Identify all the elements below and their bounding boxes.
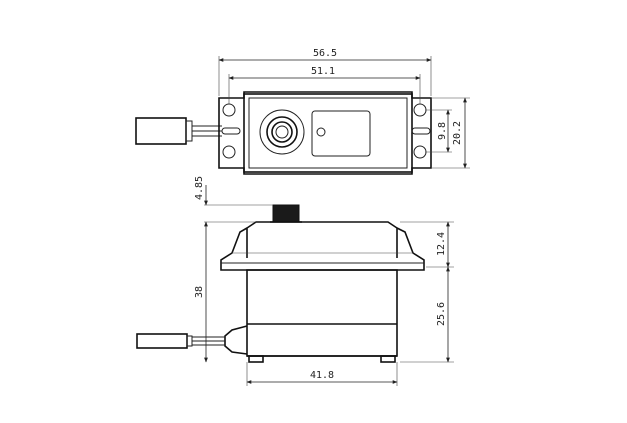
upper-case bbox=[246, 221, 398, 258]
dim-mount-slot-spacing: 9.8 bbox=[437, 122, 448, 140]
cable-grommet bbox=[224, 325, 248, 355]
mounting-flange-side bbox=[220, 227, 425, 271]
side-view bbox=[136, 204, 425, 363]
connector-plug-side bbox=[136, 333, 188, 349]
lead-wires bbox=[192, 125, 222, 137]
output-spline bbox=[259, 109, 305, 155]
connector-plug bbox=[135, 117, 187, 145]
mount-slot bbox=[411, 127, 431, 135]
dim-height-below-mount: 25.6 bbox=[436, 302, 447, 326]
mount-hole bbox=[222, 145, 236, 159]
dim-body-length: 41.8 bbox=[310, 370, 334, 381]
lower-case bbox=[246, 269, 398, 357]
side-view-dimensions: 4.85 38 12.4 25.6 41.8 bbox=[194, 176, 454, 386]
dim-total-height: 38 bbox=[194, 286, 205, 298]
dim-body-width: 20.2 bbox=[452, 121, 463, 145]
mount-slot bbox=[221, 127, 241, 135]
mount-hole bbox=[413, 103, 427, 117]
dim-mount-hole-spacing: 51.1 bbox=[311, 66, 335, 77]
dim-height-above-mount: 12.4 bbox=[436, 232, 447, 256]
label-panel bbox=[311, 110, 371, 157]
mount-hole bbox=[413, 145, 427, 159]
dim-spline-height: 4.85 bbox=[194, 176, 205, 200]
top-view-dimensions: 56.5 51.1 20.2 9.8 bbox=[218, 48, 470, 169]
dim-overall-length: 56.5 bbox=[313, 48, 337, 59]
output-spline-side bbox=[272, 204, 300, 223]
bottom-foot bbox=[248, 355, 264, 363]
top-view bbox=[135, 91, 432, 175]
servo-body-top bbox=[243, 93, 413, 173]
bottom-foot bbox=[380, 355, 396, 363]
mount-hole bbox=[222, 103, 236, 117]
